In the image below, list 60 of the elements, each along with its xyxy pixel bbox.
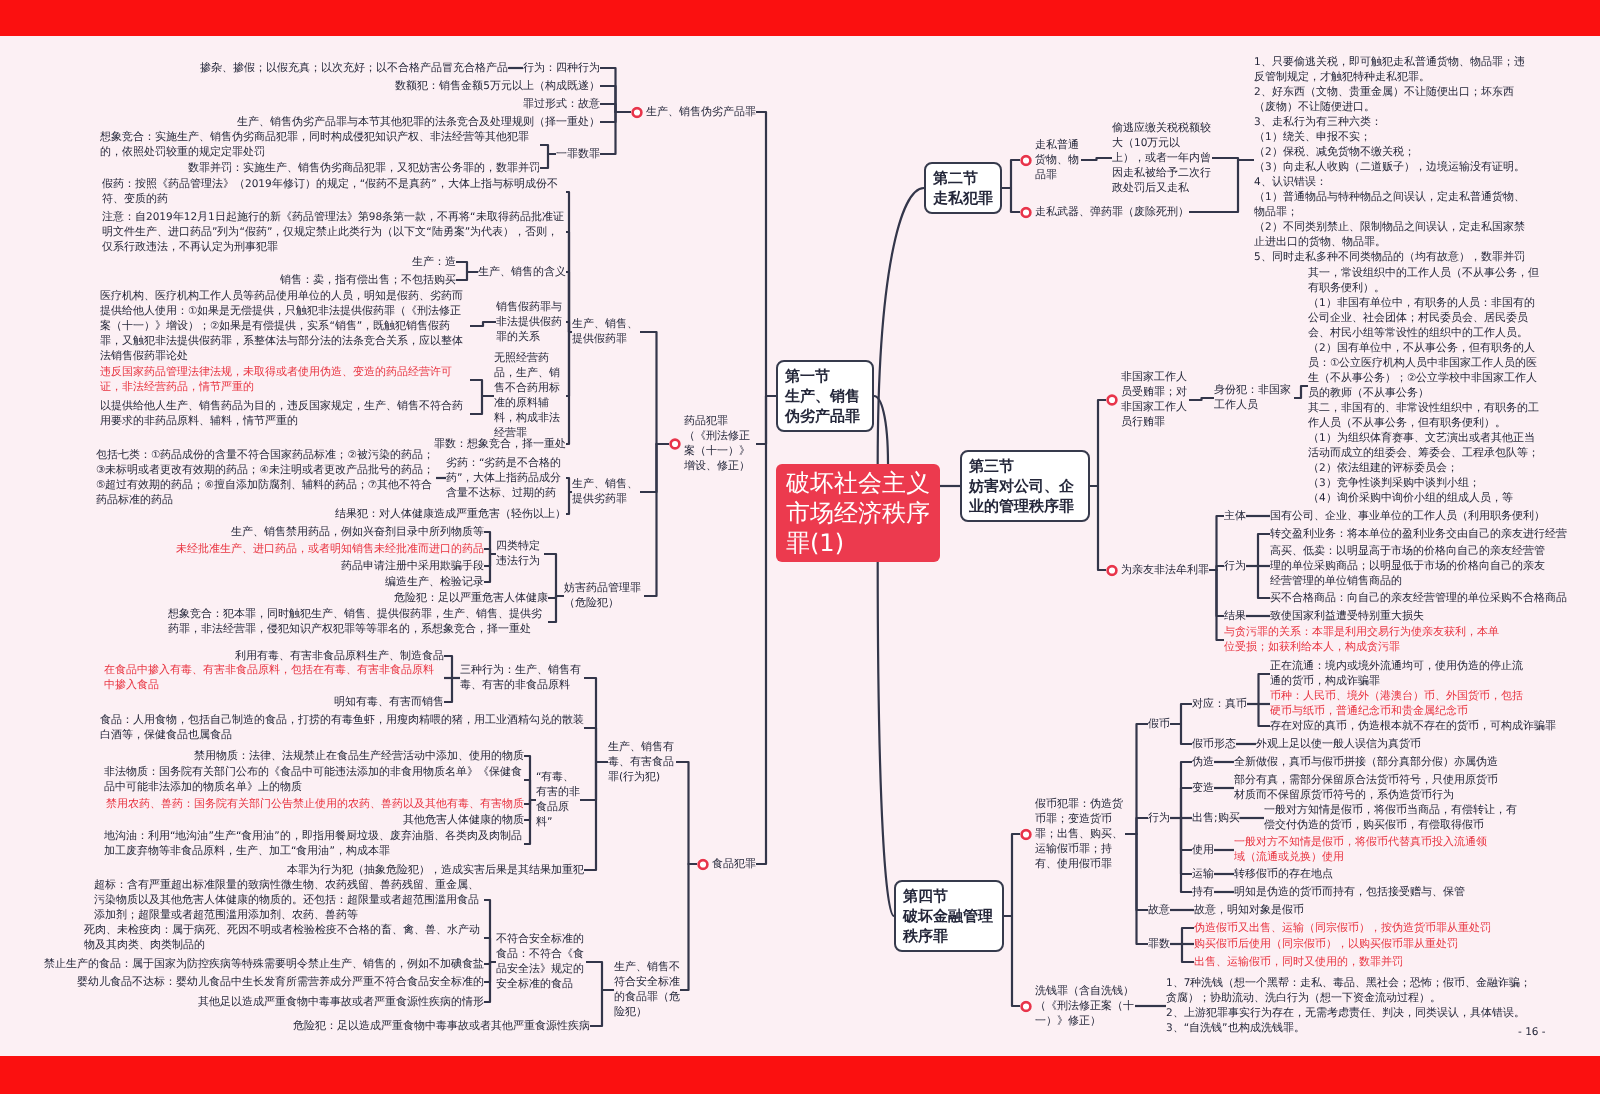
connector-line [566, 330, 572, 446]
connector-line [1004, 914, 1020, 1008]
connector-line [1002, 186, 1020, 214]
connector-line [436, 476, 446, 480]
connector-line [1294, 384, 1308, 400]
connector-line [644, 442, 669, 598]
connector-line [680, 862, 697, 992]
connector-line [873, 395, 890, 464]
connector-line [470, 394, 494, 416]
connector-line [1125, 832, 1148, 946]
connector-line [1214, 848, 1234, 852]
connector-line [444, 676, 460, 704]
connector-line [456, 270, 478, 282]
connector-line [940, 484, 960, 488]
section-box [960, 450, 1090, 522]
connector-line [1214, 760, 1234, 764]
connector-line [876, 562, 895, 917]
connector-line [1214, 872, 1234, 876]
connector-line [484, 960, 496, 1004]
connector-line [1189, 158, 1254, 214]
connector-line [566, 476, 572, 494]
connector-line [584, 760, 608, 872]
connector-line [1170, 816, 1192, 894]
connector-line [524, 798, 536, 846]
connector-line [590, 988, 614, 1028]
connector-line [566, 490, 572, 516]
connector-line [1246, 564, 1270, 600]
connector-line [470, 320, 496, 328]
connector-line [484, 936, 496, 964]
connector-line [1247, 702, 1270, 728]
connector-line [1081, 156, 1112, 162]
connector-line [1170, 942, 1194, 964]
connector-line [484, 552, 496, 584]
connector-line [876, 186, 925, 464]
central-topic-box: 破坏社会主义市场经济秩序罪(1) [776, 464, 940, 562]
connector-line [1246, 514, 1270, 518]
connector-line [508, 66, 523, 70]
connector-line [1236, 742, 1256, 746]
section-box [894, 880, 1004, 952]
section-box [776, 360, 874, 432]
connector-line [1189, 396, 1214, 402]
section-box [924, 162, 1002, 214]
connector-line [1209, 568, 1224, 642]
connector-line [1170, 722, 1192, 746]
connector-line [1214, 786, 1234, 790]
connector-line [600, 110, 631, 156]
connector-line [1135, 1004, 1166, 1008]
connector-line [540, 152, 556, 170]
connector-line [1209, 514, 1224, 572]
connector-line [1209, 564, 1224, 572]
connector-line [1170, 908, 1194, 912]
connector-line [756, 394, 776, 866]
connector-line [1239, 816, 1264, 820]
connector-line [1090, 484, 1106, 572]
connector-line [484, 547, 496, 556]
connector-line [1214, 890, 1234, 894]
connector-line [566, 320, 572, 334]
connector-line [1246, 614, 1270, 618]
connector-line [548, 594, 564, 624]
connector-line [524, 778, 536, 802]
